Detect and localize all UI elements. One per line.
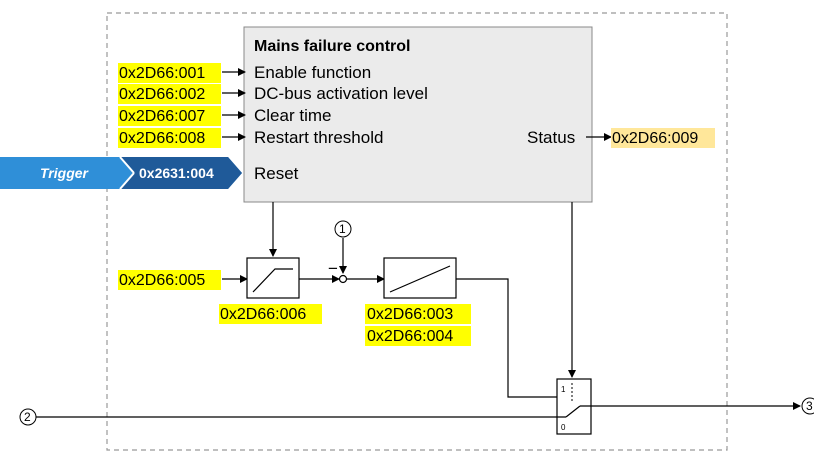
dashed-boundary	[106, 12, 728, 451]
trigger-code-arrow[interactable]	[120, 157, 242, 189]
block-title: Mains failure control	[254, 38, 410, 55]
param-ramp2-b[interactable]: 0x2D66:004	[367, 328, 453, 345]
summing-junction	[338, 274, 348, 284]
param-enable[interactable]: 0x2D66:001	[119, 65, 205, 82]
ramp-limiter-icon	[252, 268, 293, 293]
trigger-separator-lower	[119, 172, 135, 190]
marker-2: 2	[24, 410, 31, 424]
ramp-generator-block	[383, 257, 457, 299]
trigger-separator	[119, 156, 135, 174]
input-label-reset: Reset	[254, 164, 299, 183]
switch-contact	[565, 405, 581, 418]
input-label-enable: Enable function	[254, 63, 371, 82]
param-highlight-clear-time	[118, 106, 221, 126]
param-restart-threshold[interactable]: 0x2D66:008	[119, 130, 205, 147]
ramp2-to-switch-line	[456, 278, 557, 398]
marker-1-circle	[334, 220, 352, 238]
param-clear-time[interactable]: 0x2D66:007	[119, 108, 205, 125]
marker-1: 1	[339, 222, 346, 236]
mains-failure-block	[243, 26, 593, 203]
param-highlight-dc-bus	[118, 84, 221, 104]
switch-pos-1: 1	[561, 385, 566, 394]
param-dc-bus-level[interactable]: 0x2D66:002	[119, 86, 205, 103]
param-ramp-block[interactable]: 0x2D66:006	[220, 306, 306, 323]
marker-3: 3	[806, 399, 813, 413]
param-highlight-status	[611, 128, 715, 148]
sum-minus-sign: −	[328, 259, 338, 278]
param-highlight-ramp2-b	[365, 326, 471, 346]
param-highlight-ramp-block	[219, 304, 322, 324]
param-status[interactable]: 0x2D66:009	[612, 130, 698, 147]
switch-pos-0: 0	[561, 423, 566, 432]
input-label-restart-threshold: Restart threshold	[254, 128, 383, 147]
ramp-generator-icon	[389, 265, 451, 293]
status-label: Status	[527, 128, 575, 147]
param-highlight-enable	[118, 63, 221, 83]
trigger-code: 0x2631:004	[139, 165, 214, 181]
param-highlight-ramp2-a	[365, 304, 471, 324]
trigger-label: Trigger	[40, 165, 90, 181]
param-ramp-input[interactable]: 0x2D66:005	[119, 272, 205, 289]
ramp-limiter-block	[246, 257, 300, 299]
input-label-clear-time: Clear time	[254, 106, 331, 125]
param-highlight-ramp-input	[118, 270, 221, 290]
param-ramp2-a[interactable]: 0x2D66:003	[367, 306, 453, 323]
param-highlight-restart	[118, 128, 221, 148]
marker-3-circle	[801, 397, 814, 415]
input-label-dc-bus: DC-bus activation level	[254, 84, 428, 103]
